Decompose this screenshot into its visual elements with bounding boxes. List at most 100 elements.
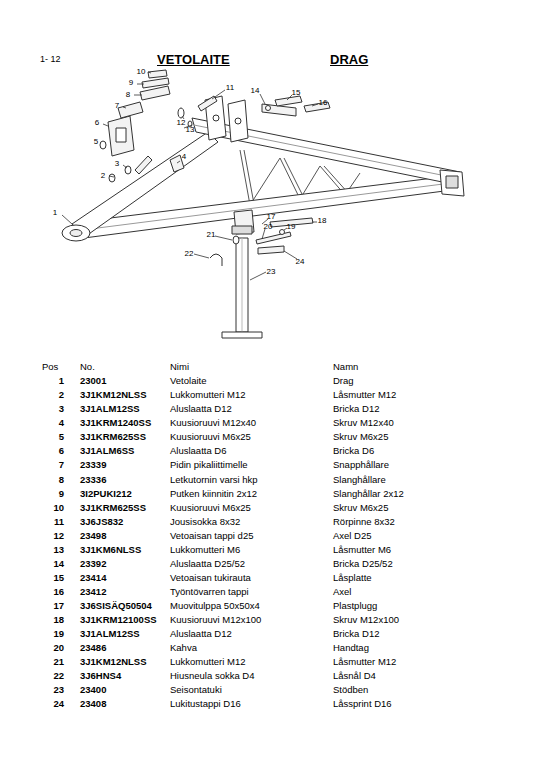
table-cell: 9 xyxy=(59,489,64,499)
table-cell: 2 xyxy=(59,390,64,400)
table-cell: 15 xyxy=(53,573,64,583)
callout-number: 1 xyxy=(53,209,57,217)
table-cell: 23400 xyxy=(80,685,106,695)
callout-number: 2 xyxy=(101,172,105,180)
callout-number: 24 xyxy=(296,258,305,266)
table-cell: Bricka D6 xyxy=(333,446,374,456)
table-cell: 3J6SISÄQ50504 xyxy=(80,601,152,611)
table-cell: Axel D25 xyxy=(333,531,372,541)
table-cell: 3J1ALM6SS xyxy=(80,446,134,456)
table-cell: Kuusioruuvi M12x100 xyxy=(170,615,261,625)
table-cell: 23498 xyxy=(80,531,106,541)
table-cell: 3J6JS832 xyxy=(80,517,123,527)
table-cell: 7 xyxy=(59,460,64,470)
table-cell: Slanghållar 2x12 xyxy=(333,489,404,499)
table-cell: Lukkomutteri M12 xyxy=(170,657,246,667)
table-cell: Lukkomutteri M6 xyxy=(170,545,240,555)
callout-number: 18 xyxy=(318,217,327,225)
table-cell: 3J1KRM625SS xyxy=(80,432,146,442)
table-cell: Stödben xyxy=(333,685,368,695)
table-cell: 20 xyxy=(53,643,64,653)
table-cell: 23001 xyxy=(80,376,106,386)
page-number: 1- 12 xyxy=(40,55,61,64)
table-cell: 1 xyxy=(59,376,64,386)
table-cell: Kuusioruuvi M6x25 xyxy=(170,503,251,513)
table-cell: Bricka D12 xyxy=(333,404,379,414)
callout-number: 13 xyxy=(186,126,195,134)
callout-number: 12 xyxy=(177,119,186,127)
table-cell: Vetolaite xyxy=(170,376,206,386)
callout-number: 19 xyxy=(287,223,296,231)
table-cell: 22 xyxy=(53,671,64,681)
table-cell: Vetoaisan tappi d25 xyxy=(170,531,253,541)
table-cell: Plastplugg xyxy=(333,601,377,611)
table-cell: Axel xyxy=(333,587,351,597)
table-cell: 3J1KM12NLSS xyxy=(80,390,147,400)
callout-number: 16 xyxy=(319,99,328,107)
callout-number: 9 xyxy=(129,79,133,87)
callout-number: 5 xyxy=(94,138,98,146)
table-cell: Aluslaatta D6 xyxy=(170,446,227,456)
table-cell: 6 xyxy=(59,446,64,456)
callout-number: 14 xyxy=(251,87,260,95)
callout-number: 17 xyxy=(267,213,276,221)
table-header: Nimi xyxy=(170,362,189,372)
table-cell: Låsmutter M12 xyxy=(333,390,396,400)
table-cell: 21 xyxy=(53,657,64,667)
table-cell: 16 xyxy=(53,587,64,597)
table-cell: 23408 xyxy=(80,699,106,709)
table-cell: Låsmutter M6 xyxy=(333,545,391,555)
callout-number: 3 xyxy=(115,160,119,168)
table-cell: 12 xyxy=(53,531,64,541)
table-cell: 3J1KM6NLSS xyxy=(80,545,141,555)
table-header: Pos xyxy=(42,362,58,372)
table-cell: 3J6HNS4 xyxy=(80,671,121,681)
table-cell: 10 xyxy=(53,503,64,513)
table-cell: 24 xyxy=(53,699,64,709)
callout-number: 7 xyxy=(115,102,119,110)
table-cell: 3I2PUKI212 xyxy=(80,489,132,499)
table-cell: 19 xyxy=(53,629,64,639)
callout-number: 20 xyxy=(264,223,273,231)
table-cell: 3J1KRM625SS xyxy=(80,503,146,513)
callout-number: 11 xyxy=(226,84,234,92)
table-cell: Vetoaisan tukirauta xyxy=(170,573,251,583)
table-cell: 23486 xyxy=(80,643,106,653)
table-cell: 23392 xyxy=(80,559,106,569)
table-cell: Låsmutter M12 xyxy=(333,657,396,667)
table-cell: 23 xyxy=(53,685,64,695)
table-cell: Låsnål D4 xyxy=(333,671,376,681)
table-cell: Skruv M6x25 xyxy=(333,503,388,513)
table-cell: Kuusioruuvi M6x25 xyxy=(170,432,251,442)
table-cell: Bricka D12 xyxy=(333,629,379,639)
table-cell: Kahva xyxy=(170,643,197,653)
page-title: VETOLAITE xyxy=(157,53,230,66)
table-cell: Låssprint D16 xyxy=(333,699,392,709)
table-cell: Rörpinne 8x32 xyxy=(333,517,395,527)
table-header: Namn xyxy=(333,362,358,372)
callout-number: 4 xyxy=(182,153,186,161)
table-cell: Lukkomutteri M12 xyxy=(170,390,246,400)
table-cell: Bricka D25/52 xyxy=(333,559,393,569)
table-cell: Seisontatuki xyxy=(170,685,222,695)
table-cell: Låsplatte xyxy=(333,573,372,583)
table-cell: Slanghållare xyxy=(333,475,386,485)
table-header: No. xyxy=(80,362,95,372)
table-cell: Kuusioruuvi M12x40 xyxy=(170,418,256,428)
table-cell: 23339 xyxy=(80,460,106,470)
table-cell: Skruv M12x100 xyxy=(333,615,399,625)
table-cell: 3J1ALM12SS xyxy=(80,404,140,414)
table-cell: Jousisokka 8x32 xyxy=(170,517,240,527)
table-cell: Letkutornin varsi hkp xyxy=(170,475,258,485)
table-cell: Muovitulppa 50x50x4 xyxy=(170,601,260,611)
table-cell: Aluslaatta D12 xyxy=(170,404,232,414)
table-cell: 18 xyxy=(53,615,64,625)
table-cell: Pidin pikaliittimelle xyxy=(170,460,248,470)
table-cell: 4 xyxy=(59,418,64,428)
table-cell: Skruv M6x25 xyxy=(333,432,388,442)
table-cell: Hiusneula sokka D4 xyxy=(170,671,255,681)
callout-number: 23 xyxy=(267,268,276,276)
table-cell: Handtag xyxy=(333,643,369,653)
table-cell: 11 xyxy=(54,517,64,527)
table-cell: 3 xyxy=(59,404,64,414)
